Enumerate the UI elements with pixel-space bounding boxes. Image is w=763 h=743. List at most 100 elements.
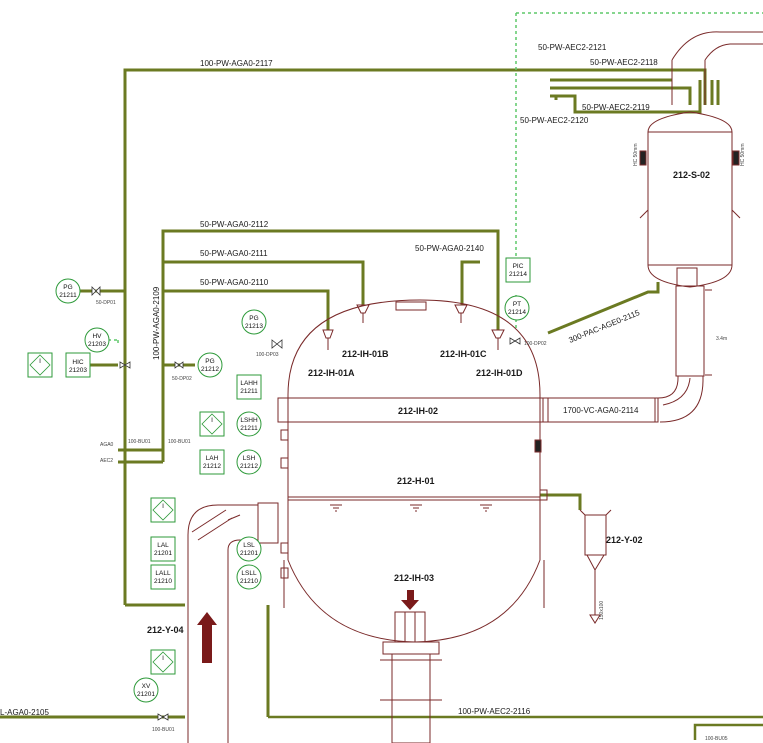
svg-text:HIC: HIC	[72, 359, 84, 366]
pg21212-bubble[interactable]	[197, 352, 223, 378]
lal21201-box[interactable]	[150, 536, 176, 562]
line-2121: 50-PW-AEC2-2121	[538, 43, 607, 52]
xv21201-bubble[interactable]	[133, 677, 159, 703]
svg-text:21213: 21213	[245, 323, 263, 330]
svg-text:HC 50mm: HC 50mm	[633, 143, 639, 166]
svg-text:100-DP03: 100-DP03	[256, 352, 279, 358]
svg-text:HV: HV	[92, 333, 102, 340]
svg-text:LAL: LAL	[157, 542, 169, 549]
svg-text:21203: 21203	[88, 341, 106, 348]
svg-text:LSHH: LSHH	[240, 417, 258, 424]
tag-y04: 212-Y-04	[147, 625, 184, 635]
svg-text:21211: 21211	[59, 292, 77, 299]
hv21203-bubble[interactable]	[84, 327, 110, 353]
line-2115: 300-PAC-AGE0-2115	[567, 308, 641, 345]
tag-ih01a: 212-IH-01A	[308, 368, 355, 378]
duct-ih02	[277, 375, 704, 423]
burners-ih01	[322, 304, 505, 350]
equipment-outlines	[187, 31, 763, 743]
svg-text:PIC: PIC	[513, 263, 524, 270]
instrument-labels: PG 21211 HV 21203 HIC 21203 I PG 21212 P…	[39, 263, 527, 698]
svg-text:100-BU01: 100-BU01	[128, 439, 151, 445]
svg-text:I: I	[211, 417, 213, 424]
svg-text:LALL: LALL	[155, 570, 171, 577]
svg-text:100-DP02: 100-DP02	[524, 341, 547, 347]
svg-text:21201: 21201	[137, 691, 155, 698]
lah21212-box[interactable]	[199, 449, 225, 475]
tag-y02: 212-Y-02	[606, 535, 643, 545]
pt21214-bubble[interactable]	[504, 295, 530, 321]
hic21203-box[interactable]	[65, 352, 91, 378]
line-2105: L-AGA0-2105	[0, 708, 49, 717]
svg-text:AEC2: AEC2	[100, 458, 113, 464]
vessel-h01	[283, 299, 545, 643]
tag-ih03: 212-IH-03	[394, 573, 434, 583]
svg-text:50-DP02: 50-DP02	[172, 376, 192, 382]
svg-text:21210: 21210	[240, 578, 258, 585]
svg-text:PT: PT	[513, 301, 521, 308]
line-2116: 100-PW-AEC2-2116	[458, 707, 531, 716]
lahh21211-box[interactable]	[236, 374, 262, 400]
svg-text:3.4m: 3.4m	[716, 336, 727, 342]
svg-text:21210: 21210	[154, 578, 172, 585]
svg-text:21214: 21214	[508, 309, 526, 316]
svg-text:21211: 21211	[240, 388, 258, 395]
svg-text:21212: 21212	[240, 463, 258, 470]
svg-text:50-DP01: 50-DP01	[96, 300, 116, 306]
svg-text:AGA0: AGA0	[100, 442, 114, 448]
interlock-box-2[interactable]	[199, 411, 225, 437]
svg-text:21201: 21201	[154, 550, 172, 557]
svg-text:LAH: LAH	[206, 455, 219, 462]
nozzles	[280, 429, 548, 579]
svg-text:I: I	[39, 358, 41, 365]
process-piping	[0, 68, 763, 740]
small-labels: 50-DP01 50-DP02 100-DP03 100-DP02 100-BU…	[96, 143, 746, 742]
svg-text:21212: 21212	[201, 366, 219, 373]
instrument-signal-lines	[90, 12, 763, 345]
line-2111: 50-PW-AGA0-2111	[200, 249, 268, 258]
strainer-y02	[579, 509, 612, 624]
svg-text:21203: 21203	[69, 367, 87, 374]
svg-text:LAHH: LAHH	[240, 380, 258, 387]
tag-ih01d: 212-IH-01D	[476, 368, 523, 378]
svg-text:LSLL: LSLL	[241, 570, 257, 577]
svg-text:100-BU01: 100-BU01	[168, 439, 191, 445]
line-2119: 50-PW-AEC2-2119	[582, 103, 650, 112]
svg-text:PG: PG	[249, 315, 258, 322]
line-2120: 50-PW-AEC2-2120	[520, 116, 589, 125]
valves	[91, 286, 521, 721]
lall21210-box[interactable]	[150, 564, 176, 590]
interlock-box-3[interactable]	[150, 497, 176, 523]
svg-text:XV: XV	[142, 683, 151, 690]
svg-text:100-BU05: 100-BU05	[705, 736, 728, 742]
svg-text:PG: PG	[205, 358, 214, 365]
svg-text:I: I	[162, 503, 164, 510]
flow-arrows	[197, 590, 419, 663]
tag-ih01c: 212-IH-01C	[440, 349, 487, 359]
instruments[interactable]	[27, 257, 531, 703]
pg21213-bubble[interactable]	[241, 309, 267, 335]
tag-s02: 212-S-02	[673, 170, 710, 180]
lsl21201-bubble[interactable]	[236, 536, 262, 562]
lshh21211-bubble[interactable]	[236, 411, 262, 437]
line-2110: 50-PW-AGA0-2110	[200, 278, 269, 287]
tag-ih01b: 212-IH-01B	[342, 349, 389, 359]
svg-text:21211: 21211	[240, 425, 258, 432]
tag-ih02: 212-IH-02	[398, 406, 438, 416]
svg-text:PG: PG	[63, 284, 72, 291]
pg21211-bubble[interactable]	[55, 278, 81, 304]
lsh21212-bubble[interactable]	[236, 449, 262, 475]
tag-h01: 212-H-01	[397, 476, 435, 486]
line-2114: 1700-VC-AGA0-2114	[563, 406, 639, 415]
line-2140: 50-PW-AGA0-2140	[415, 244, 484, 253]
pic21214-box[interactable]	[505, 257, 531, 283]
line-2109: 100-PW-AGA0-2109	[152, 286, 161, 360]
interlock-box-1[interactable]	[27, 352, 53, 378]
lsll21210-bubble[interactable]	[236, 564, 262, 590]
interlock-box-4[interactable]	[150, 649, 176, 675]
line-2117: 100-PW-AGA0-2117	[200, 59, 273, 68]
svg-text:100-BU01: 100-BU01	[152, 727, 175, 733]
svg-text:HC 50mm: HC 50mm	[740, 143, 746, 166]
svg-text:I: I	[162, 655, 164, 662]
line-2118: 50-PW-AEC2-2118	[590, 58, 658, 67]
